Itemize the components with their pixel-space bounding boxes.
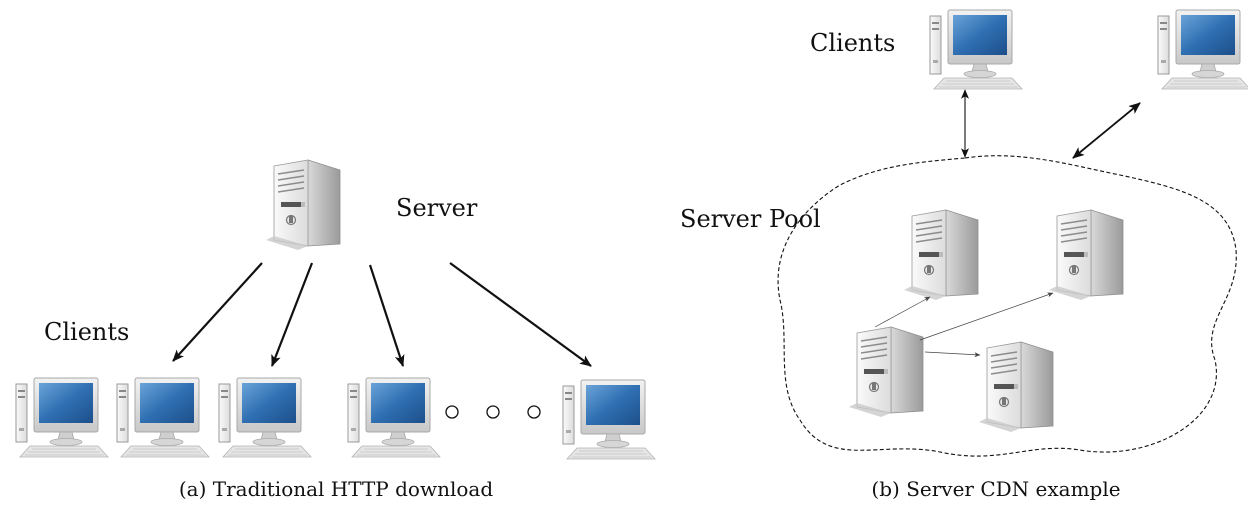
- replication-arrow: [919, 292, 1054, 341]
- pool-server-icon: [903, 209, 979, 301]
- caption-a: (a) Traditional HTTP download: [179, 477, 493, 501]
- ellipsis-dot: [445, 405, 459, 419]
- download-arrow: [172, 262, 263, 362]
- pool-server-icon: [1048, 209, 1124, 301]
- panel-b: Clients Server Pool (b) Server CDN examp…: [680, 9, 1248, 501]
- client-link-arrow: [1072, 102, 1141, 159]
- clients-label-b: Clients: [810, 29, 895, 57]
- download-arrow: [270, 262, 314, 367]
- download-arrow: [368, 264, 405, 367]
- server-label: Server: [396, 194, 478, 222]
- client-computer-icon: [218, 377, 312, 458]
- client-computer-icon: [1157, 9, 1248, 90]
- clients-label-a: Clients: [44, 318, 129, 346]
- client-computer-icon: [562, 379, 656, 460]
- replication-arrow: [924, 351, 981, 358]
- server-icon: [265, 159, 341, 251]
- panel-a: Server Clients (a) Traditional HTTP down…: [15, 159, 656, 501]
- client-computer-icon: [929, 9, 1023, 90]
- caption-b: (b) Server CDN example: [871, 477, 1120, 501]
- pool-server-icon: [978, 341, 1054, 433]
- server-pool-cloud: [777, 155, 1237, 457]
- ellipsis-dot: [486, 405, 500, 419]
- client-computer-icon: [116, 377, 210, 458]
- client-computer-icon: [15, 377, 109, 458]
- client-computer-icon: [347, 377, 441, 458]
- origin-server-icon: [848, 326, 924, 418]
- server-pool-label: Server Pool: [680, 205, 821, 233]
- replication-arrow: [874, 296, 931, 328]
- download-arrow: [449, 262, 592, 367]
- ellipsis-dot: [527, 405, 541, 419]
